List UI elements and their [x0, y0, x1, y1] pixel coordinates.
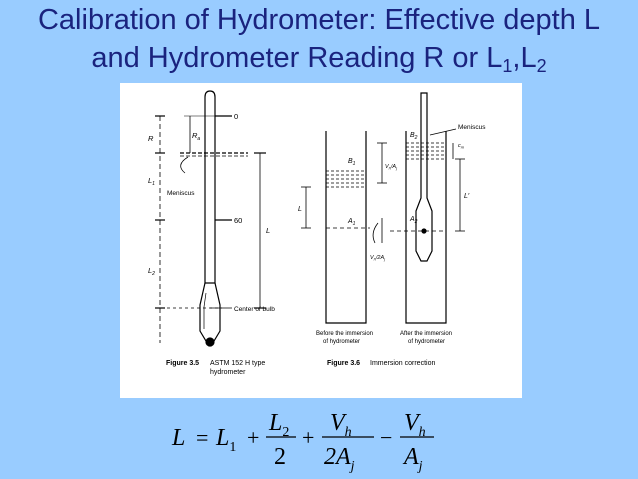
formula-plus1: + [247, 425, 259, 450]
fig36-caption-label: Figure 3.6 [327, 360, 360, 367]
label-meniscus-36: Meniscus [458, 124, 486, 131]
hydrometer-stem [204, 90, 216, 284]
formula-plus2: + [302, 425, 314, 450]
label-b2: B2 [410, 132, 418, 141]
cylinder-after [405, 131, 447, 324]
label-before-1: Before the immersion [316, 331, 373, 337]
effective-depth-formula: L = L1 + L2 2 + Vh 2Aj − Vh Aj [160, 400, 460, 475]
label-scale-60: 60 [234, 216, 242, 225]
label-l1: L1 [148, 176, 155, 187]
label-before-2: of hydrometer [323, 339, 360, 345]
title-sub1: 1 [502, 56, 513, 76]
fig35-hydrometer [155, 90, 266, 347]
label-r: R [148, 134, 154, 143]
title-line2-text: and Hydrometer Reading R or L [91, 42, 503, 74]
formula-den2: 2Aj [324, 444, 355, 474]
label-vh-2aj: Vh/2Aj [370, 255, 385, 262]
label-after-2: of hydrometer [408, 339, 445, 345]
label-lprime: L′ [464, 193, 470, 200]
label-ra: Ra [192, 131, 200, 142]
hydrometer-immersed [415, 92, 433, 262]
bulb-inner-line [203, 292, 207, 329]
label-l-before: L [298, 206, 302, 213]
hydrometer-diagram: 0 60 Meniscus Center of bulb R Ra L1 L2 … [148, 90, 486, 376]
formula-l1: L1 [215, 425, 236, 455]
fig35-caption-text1: ASTM 152 H type [210, 360, 265, 367]
label-center-of-bulb: Center of bulb [234, 306, 275, 313]
slide-title-line1: Calibration of Hydrometer: Effective dep… [37, 4, 601, 36]
slide-title-line2: and Hydrometer Reading R or L1,L2 [0, 42, 638, 76]
label-a1: A1 [347, 218, 356, 227]
bulb-ballast [205, 337, 215, 347]
fig35-caption-label: Figure 3.5 [166, 360, 199, 367]
hydrometer-figure: 0 60 Meniscus Center of bulb R Ra L1 L2 … [120, 83, 522, 398]
formula-num2: Vh [330, 410, 352, 440]
label-cm: cm [458, 143, 465, 150]
label-meniscus: Meniscus [167, 190, 195, 197]
formula-l: L [171, 425, 185, 451]
fig35-labels: 0 60 Meniscus Center of bulb R Ra L1 L2 … [148, 112, 275, 376]
label-scale-0: 0 [234, 112, 238, 121]
fig35-caption-text2: hydrometer [210, 369, 246, 376]
title-sep: ,L [512, 42, 537, 74]
label-b1: B1 [348, 158, 356, 167]
fig36-cylinders [301, 92, 465, 324]
hydrometer-bulb [199, 282, 221, 342]
formula-svg: L = L1 + L2 2 + Vh 2Aj − Vh Aj [171, 410, 434, 474]
formula-num1: L2 [268, 410, 289, 440]
label-l2: L2 [148, 266, 155, 277]
meniscus-arrow [180, 156, 189, 174]
meniscus-leader [429, 128, 457, 136]
formula-num3: Vh [404, 410, 426, 440]
formula-den3: Aj [402, 444, 423, 474]
label-l: L [266, 226, 270, 235]
formula-minus: − [380, 425, 392, 450]
cylinder-before [325, 131, 367, 324]
formula-den1: 2 [274, 444, 286, 470]
label-after-1: After the immersion [400, 331, 452, 337]
title-sub2: 2 [536, 56, 547, 76]
bulb-center-a2 [421, 228, 427, 234]
label-a2: A2 [409, 216, 418, 225]
label-vh-aj: Vh/Aj [385, 164, 397, 171]
fig36-caption-text: Immersion correction [370, 360, 435, 367]
fig36-labels: B1 B2 A1 A2 L L′ cm Meniscus Vh/Aj Vh/2A… [298, 124, 486, 367]
formula-eq: = [196, 425, 208, 450]
